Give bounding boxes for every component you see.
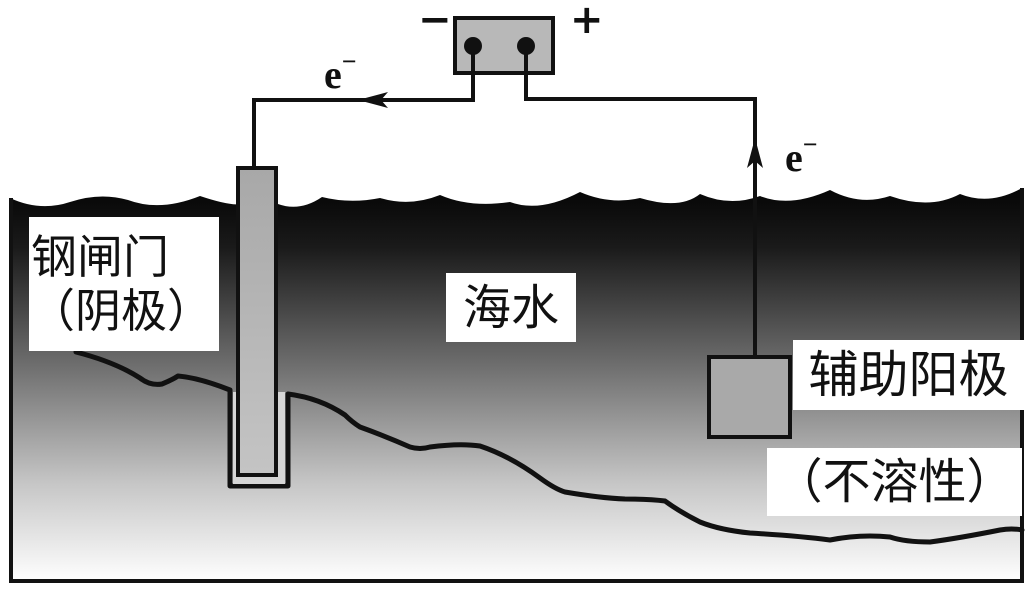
arrow-left-icon [358,92,388,108]
electron-symbol: e [324,52,342,97]
electron-label-right: e− [785,132,818,180]
electron-label-left: e− [324,49,357,97]
electron-charge: − [802,130,818,159]
auxiliary-anode-property-label: （不溶性） [767,448,1022,516]
steel-gate-name: 钢闸门 [31,230,169,284]
arrow-up-icon [747,138,763,168]
auxiliary-anode-electrode[interactable] [707,355,792,439]
steel-gate-role: （阴极） [29,284,213,338]
wire-to-anode [524,46,757,357]
electron-symbol: e [785,135,803,180]
steel-gate-electrode[interactable] [236,166,278,477]
seawater-label: 海水 [446,273,576,342]
wire-to-gate [252,46,475,168]
electron-charge: − [341,47,357,76]
steel-gate-label: 钢闸门 （阴极） [29,217,219,351]
auxiliary-anode-label: 辅助阳极 [793,340,1024,410]
positive-sign: + [570,0,604,43]
negative-sign: − [418,0,452,43]
seabed-line [73,349,1025,545]
